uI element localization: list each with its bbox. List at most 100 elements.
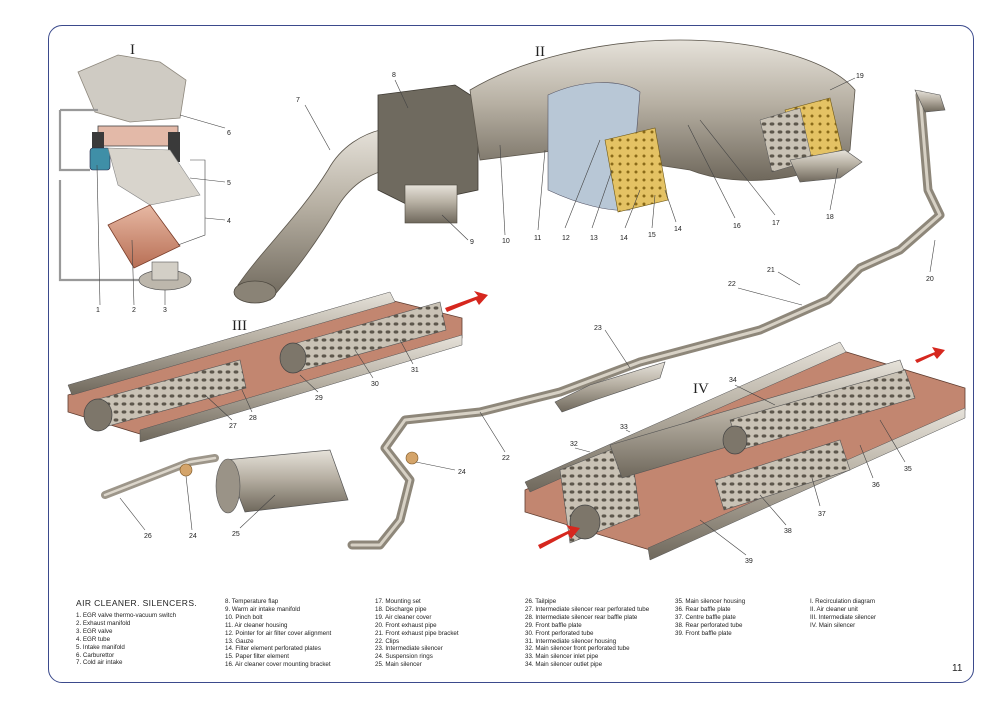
- callout-27: 27: [229, 423, 237, 430]
- callout-7: 7: [296, 97, 300, 104]
- callout-5: 5: [227, 180, 231, 187]
- callout-14b: 14: [674, 226, 682, 233]
- legend-item: 34. Main silencer outlet pipe: [525, 661, 603, 669]
- callout-35: 35: [904, 466, 912, 473]
- callout-23: 23: [594, 325, 602, 332]
- callout-29: 29: [315, 395, 323, 402]
- legend-item: 15. Paper filter element: [225, 653, 289, 661]
- callout-28: 28: [249, 415, 257, 422]
- legend-item: 18. Discharge pipe: [375, 605, 427, 613]
- legend-item: 13. Gauze: [225, 637, 254, 645]
- callout-22a: 22: [728, 281, 736, 288]
- legend-item: 9. Warm air intake manifold: [225, 605, 301, 613]
- callout-4: 4: [227, 218, 231, 225]
- callout-10: 10: [502, 238, 510, 245]
- callout-20: 20: [926, 276, 934, 283]
- legend-item: 30. Front perforated tube: [525, 629, 594, 637]
- legend-item: 14. Filter element perforated plates: [225, 645, 321, 653]
- callout-38: 38: [784, 528, 792, 535]
- legend-item: 32. Main silencer front perforated tube: [525, 645, 630, 653]
- legend-item: 39. Front baffle plate: [675, 629, 732, 637]
- callout-30: 30: [371, 381, 379, 388]
- callouts: 1 2 3 4 5 6 7 8 9 10 11 12 13 14 14 15 1…: [96, 72, 936, 565]
- callout-8: 8: [392, 72, 396, 79]
- roman-label-3: III: [232, 318, 247, 334]
- callout-14a: 14: [620, 235, 628, 242]
- main-silencer: IV: [524, 341, 966, 561]
- legend-item: 3. EGR valve: [76, 627, 113, 635]
- callout-34: 34: [729, 377, 737, 384]
- legend-item: 38. Rear perforated tube: [675, 621, 743, 629]
- legend-item: 24. Suspension rings: [375, 653, 433, 661]
- legend-item: 31. Intermediate silencer housing: [525, 637, 617, 645]
- legend-column-5: 35. Main silencer housing 36. Rear baffl…: [675, 598, 745, 638]
- roman-label-1: I: [130, 42, 135, 58]
- legend-item: 25. Main silencer: [375, 661, 422, 669]
- callout-3: 3: [163, 307, 167, 314]
- legend-item: 8. Temperature flap: [225, 598, 279, 605]
- callout-16: 16: [733, 223, 741, 230]
- legend-item: 1. EGR valve thermo-vacuum switch: [76, 612, 177, 619]
- callout-37: 37: [818, 511, 826, 518]
- callout-25: 25: [232, 531, 240, 538]
- legend-item: 35. Main silencer housing: [675, 598, 746, 605]
- callout-18: 18: [826, 214, 834, 221]
- roman-label-4: IV: [693, 381, 709, 397]
- legend-item: 19. Air cleaner cover: [375, 613, 432, 621]
- callout-6: 6: [227, 130, 231, 137]
- legend-item: 28. Intermediate silencer rear baffle pl…: [525, 613, 638, 621]
- legend-item: 5. Intake manifold: [76, 643, 125, 651]
- legend-item: 6. Carburettor: [76, 651, 115, 659]
- legend-item: 27. Intermediate silencer rear perforate…: [525, 605, 650, 613]
- exhaust-pipes: [101, 89, 946, 550]
- legend-item: 36. Rear baffle plate: [675, 605, 731, 613]
- legend-item: 29. Front baffle plate: [525, 621, 582, 629]
- legend-item: III. Intermediate silencer: [810, 613, 877, 621]
- legend-item: II. Air cleaner unit: [810, 605, 858, 613]
- air-cleaner-unit: II: [233, 39, 863, 304]
- legend-item: 12. Pointer for air filter cover alignme…: [225, 629, 332, 637]
- callout-32: 32: [570, 441, 578, 448]
- legend-column-2: 8. Temperature flap 9. Warm air intake m…: [225, 598, 331, 669]
- legend-item: I. Recirculation diagram: [810, 598, 875, 605]
- callout-24a: 24: [189, 533, 197, 540]
- legend-column-4: 26. Tailpipe 27. Intermediate silencer r…: [525, 598, 649, 669]
- legend-item: 17. Mounting set: [375, 598, 421, 605]
- callout-22b: 22: [502, 455, 510, 462]
- legend-item: 11. Air cleaner housing: [225, 621, 288, 629]
- figure-caption: AIR CLEANER. SILENCERS.: [76, 598, 198, 608]
- callout-39: 39: [745, 558, 753, 565]
- legend-item: 20. Front exhaust pipe: [375, 621, 437, 629]
- legend-item: 33. Main silencer inlet pipe: [525, 653, 599, 661]
- legend-item: 21. Front exhaust pipe bracket: [375, 629, 459, 637]
- legend-item: 37. Centre baffle plate: [675, 613, 736, 621]
- callout-21: 21: [767, 267, 775, 274]
- legend-item: 16. Air cleaner cover mounting bracket: [225, 661, 331, 669]
- legend-item: 22. Clips: [375, 637, 400, 645]
- callout-9: 9: [470, 239, 474, 246]
- callout-15: 15: [648, 232, 656, 239]
- callout-17: 17: [772, 220, 780, 227]
- legend-item: 10. Pinch bolt: [225, 613, 263, 621]
- legend-column-6: I. Recirculation diagram II. Air cleaner…: [810, 598, 876, 630]
- legend-column-1: 1. EGR valve thermo-vacuum switch 2. Exh…: [76, 612, 176, 667]
- callout-24b: 24: [458, 469, 466, 476]
- callout-11: 11: [534, 235, 541, 242]
- callout-13: 13: [590, 235, 598, 242]
- legend-column-3: 17. Mounting set 18. Discharge pipe 19. …: [375, 598, 459, 669]
- callout-31: 31: [411, 367, 419, 374]
- callout-1: 1: [96, 307, 100, 314]
- callout-26: 26: [144, 533, 152, 540]
- callout-12: 12: [562, 235, 570, 242]
- recirculation-diagram: I: [58, 42, 206, 291]
- legend-item: 26. Tailpipe: [525, 598, 557, 605]
- legend-item: 7. Cold air intake: [76, 659, 123, 667]
- callout-33: 33: [620, 424, 628, 431]
- intermediate-silencer: III: [67, 291, 488, 443]
- roman-label-2: II: [535, 44, 545, 60]
- legend-item: 4. EGR tube: [76, 635, 111, 643]
- legend-item: IV. Main silencer: [810, 621, 856, 629]
- legend-item: 2. Exhaust manifold: [76, 619, 131, 627]
- page-number: 11: [952, 663, 963, 674]
- callout-36: 36: [872, 482, 880, 489]
